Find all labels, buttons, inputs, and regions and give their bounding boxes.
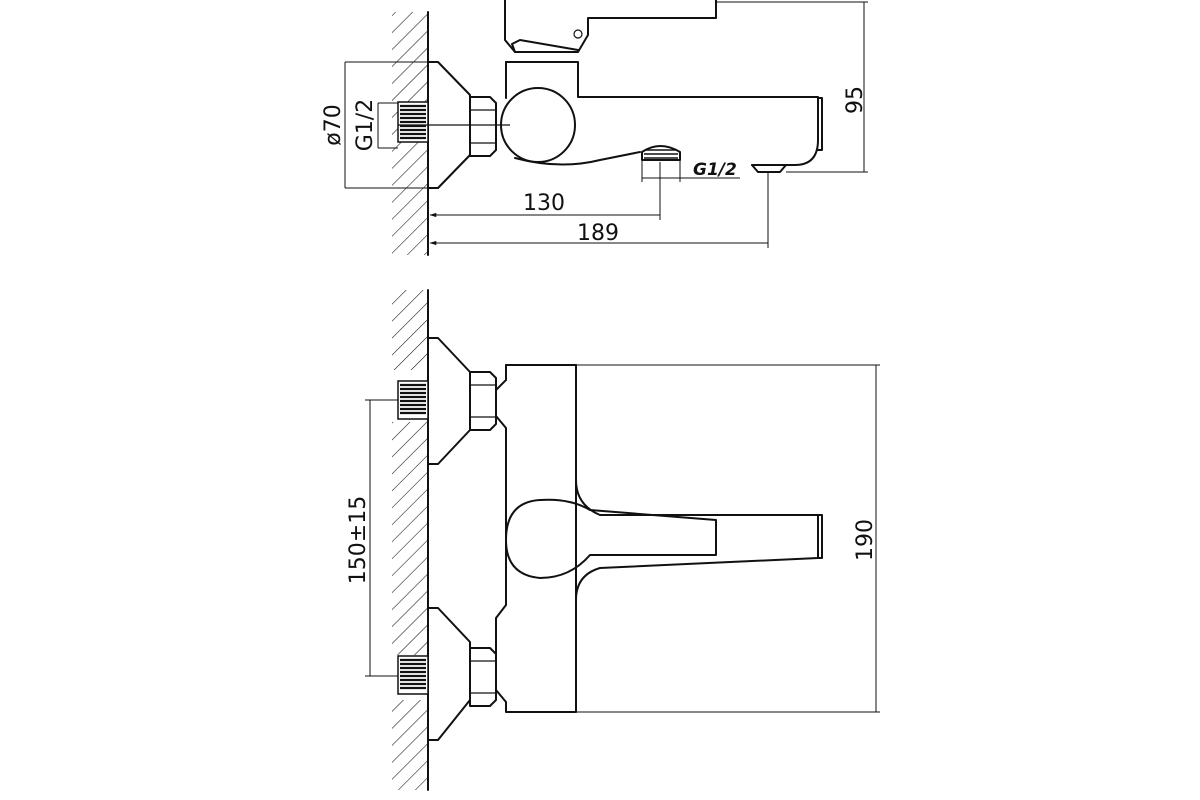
inlet-thread-label: G1/2 (353, 99, 378, 151)
wall-section-bottom (392, 289, 429, 791)
width-label: 190 (853, 519, 878, 561)
dim-outlet-thread: G1/2 (641, 160, 740, 182)
hex-nut-lower (469, 647, 497, 707)
spout-length-label: 189 (577, 221, 619, 246)
inlet-thread-upper (397, 380, 429, 420)
height-label: 95 (843, 86, 868, 114)
dim-flange-diameter: ø70 (321, 61, 428, 189)
dim-inlet-thread: G1/2 (353, 99, 398, 151)
outlet-thread-label: G1/2 (693, 160, 737, 180)
outlet-distance-label: 130 (523, 191, 565, 216)
inlet-thread-top (397, 101, 429, 143)
escutcheon-flange-upper (427, 337, 471, 465)
side-view: ø70 G1/2 95 G1/2 130 (321, 0, 868, 256)
faucet-body-side (500, 0, 823, 173)
dim-centre-distance: 150±15 (346, 399, 398, 677)
escutcheon-flange-lower (427, 607, 471, 741)
dim-outlet-distance: 130 (429, 162, 661, 220)
dim-spout-length: 189 (429, 172, 769, 248)
hex-nut-upper (469, 371, 497, 431)
front-view: 150±15 190 (346, 289, 880, 791)
hex-nut-top (469, 96, 497, 157)
flange-diameter-label: ø70 (321, 104, 346, 145)
dim-width: 190 (576, 364, 880, 713)
dim-height: 95 (716, 1, 868, 173)
centre-distance-label: 150±15 (346, 496, 371, 584)
inlet-thread-lower (397, 655, 429, 695)
faucet-body-front (495, 364, 823, 713)
outlet-thread-side (641, 145, 681, 161)
